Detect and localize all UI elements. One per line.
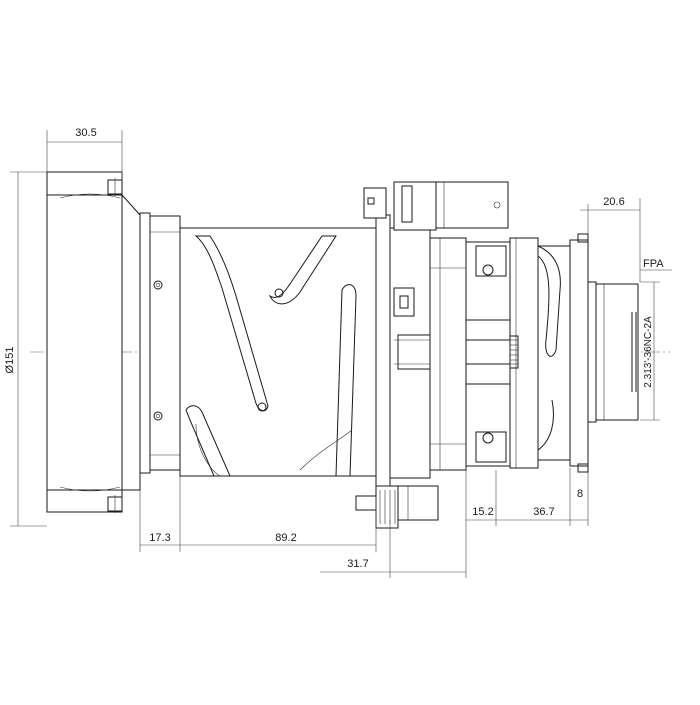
fpa-annotation: FPA 2.313'-36NC-2A	[640, 258, 672, 421]
dim-rear-offset: 20.6	[580, 196, 641, 282]
fpa-label: FPA	[643, 258, 664, 270]
dim-rear-offset-label: 20.6	[603, 196, 624, 208]
mount-plate	[363, 187, 469, 496]
bottom-gear-motor	[355, 485, 439, 529]
cam-barrel	[179, 227, 377, 477]
rear-housing	[465, 233, 639, 473]
focus-motor	[393, 181, 509, 231]
dim-lower-chain: 17.3 89.2	[139, 476, 377, 552]
dim-flange-thickness-label: 8	[577, 488, 583, 500]
dim-outer-diameter-label: Ø151	[4, 347, 16, 374]
dim-barrel-length-label: 89.2	[275, 532, 296, 544]
dim-rear-chain: 15.2 36.7 8	[466, 468, 589, 526]
step-ring	[139, 212, 181, 474]
dim-gear-offset-label: 15.2	[472, 506, 493, 518]
dim-rear-section-label: 36.7	[533, 506, 554, 518]
thread-spec-label: 2.313'-36NC-2A	[643, 316, 654, 388]
front-flange	[46, 171, 141, 513]
dim-flange-width-label: 30.5	[75, 127, 96, 139]
dim-mount-distance: 31.7	[320, 470, 467, 578]
dim-outer-diameter: Ø151	[4, 171, 47, 527]
dim-mount-distance-label: 31.7	[347, 558, 368, 570]
dim-step-length-label: 17.3	[149, 532, 170, 544]
dim-flange-width: 30.5	[46, 127, 123, 180]
